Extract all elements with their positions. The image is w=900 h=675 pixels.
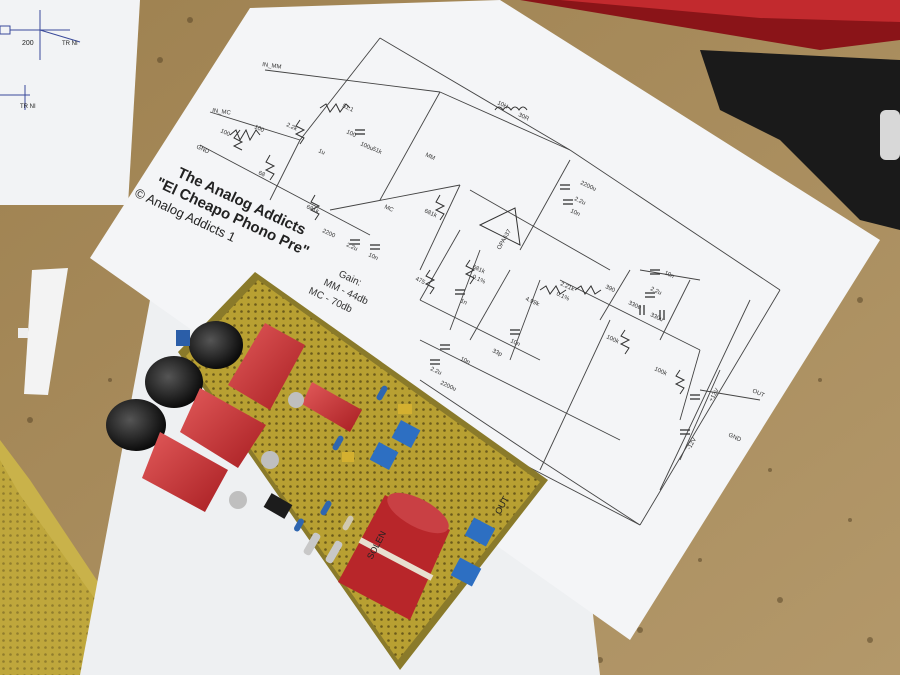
label-mm: MM: [424, 152, 436, 162]
label-gnd-right: GND: [727, 432, 742, 443]
value-label: 10n: [459, 356, 471, 366]
label-mc: MC: [383, 204, 395, 214]
value-label: 2.2u: [345, 242, 358, 252]
value-label: 100: [219, 128, 231, 138]
value-label: 51k: [371, 146, 383, 156]
paper-strip: [18, 268, 68, 395]
label-in-mm: IN_MM: [262, 62, 282, 71]
value-label: 2.2u: [649, 286, 662, 296]
film-capacitors: [142, 323, 362, 512]
value-label: 0.1%: [555, 291, 571, 302]
schematic-capacitors: [350, 129, 700, 435]
electrolytic-capacitors: [106, 321, 243, 451]
note-label-1: 200: [22, 40, 34, 47]
value-label: 100k: [653, 366, 668, 377]
value-label: 51.1: [341, 103, 355, 114]
label-minus12: -12V: [687, 437, 699, 451]
value-label: 681k: [423, 208, 438, 219]
value-label: 0.1%: [471, 274, 487, 285]
value-label: 100k: [605, 334, 620, 345]
value-label: 68: [257, 170, 266, 179]
value-label: 681k: [305, 204, 320, 215]
value-label: 10H: [496, 100, 509, 110]
schematic-resistors: [229, 103, 686, 395]
value-label: 2.2u: [573, 196, 586, 206]
value-label: 30R: [517, 112, 530, 122]
value-label: 10n: [569, 208, 581, 218]
label-out: OUT: [751, 388, 765, 399]
pcb-board: SOLEN OUT: [106, 272, 548, 670]
value-label: 10n: [663, 270, 675, 280]
value-label: 100u: [359, 141, 374, 152]
schematic-sheet: OPA637 IN_MM IN_MC GND OUT GND MM MC +12…: [90, 0, 880, 640]
note-label-2: TR NI: [62, 41, 78, 47]
value-label: 390: [604, 284, 616, 294]
value-label: 33p: [491, 348, 503, 358]
label-in-mc: IN_MC: [212, 108, 232, 117]
value-label: 100: [345, 129, 357, 139]
value-label: 330u: [627, 300, 642, 311]
value-label: 100: [253, 124, 265, 134]
value-label: 330u: [649, 312, 664, 323]
value-label: 681k: [471, 264, 486, 275]
value-label: 2200: [321, 228, 336, 239]
value-label: 10n: [367, 252, 379, 262]
value-label: 2.2k: [285, 122, 299, 133]
small-components: [229, 385, 412, 564]
value-label: 1u: [317, 148, 326, 156]
note-paper-left: 200 TR NI TR NI: [0, 0, 140, 205]
solen-capacitor: SOLEN: [338, 492, 450, 620]
terminal-blocks: [369, 420, 496, 587]
value-label: 475: [414, 276, 426, 286]
note-label-3: TR NI: [20, 104, 36, 110]
label-gnd-left: GND: [195, 144, 210, 155]
value-label: 2.2u: [429, 366, 442, 376]
value-label: 10n: [509, 338, 521, 348]
red-device-corner: [520, 0, 900, 230]
value-label: 1n: [459, 298, 468, 306]
opamp-symbol: [478, 207, 521, 246]
